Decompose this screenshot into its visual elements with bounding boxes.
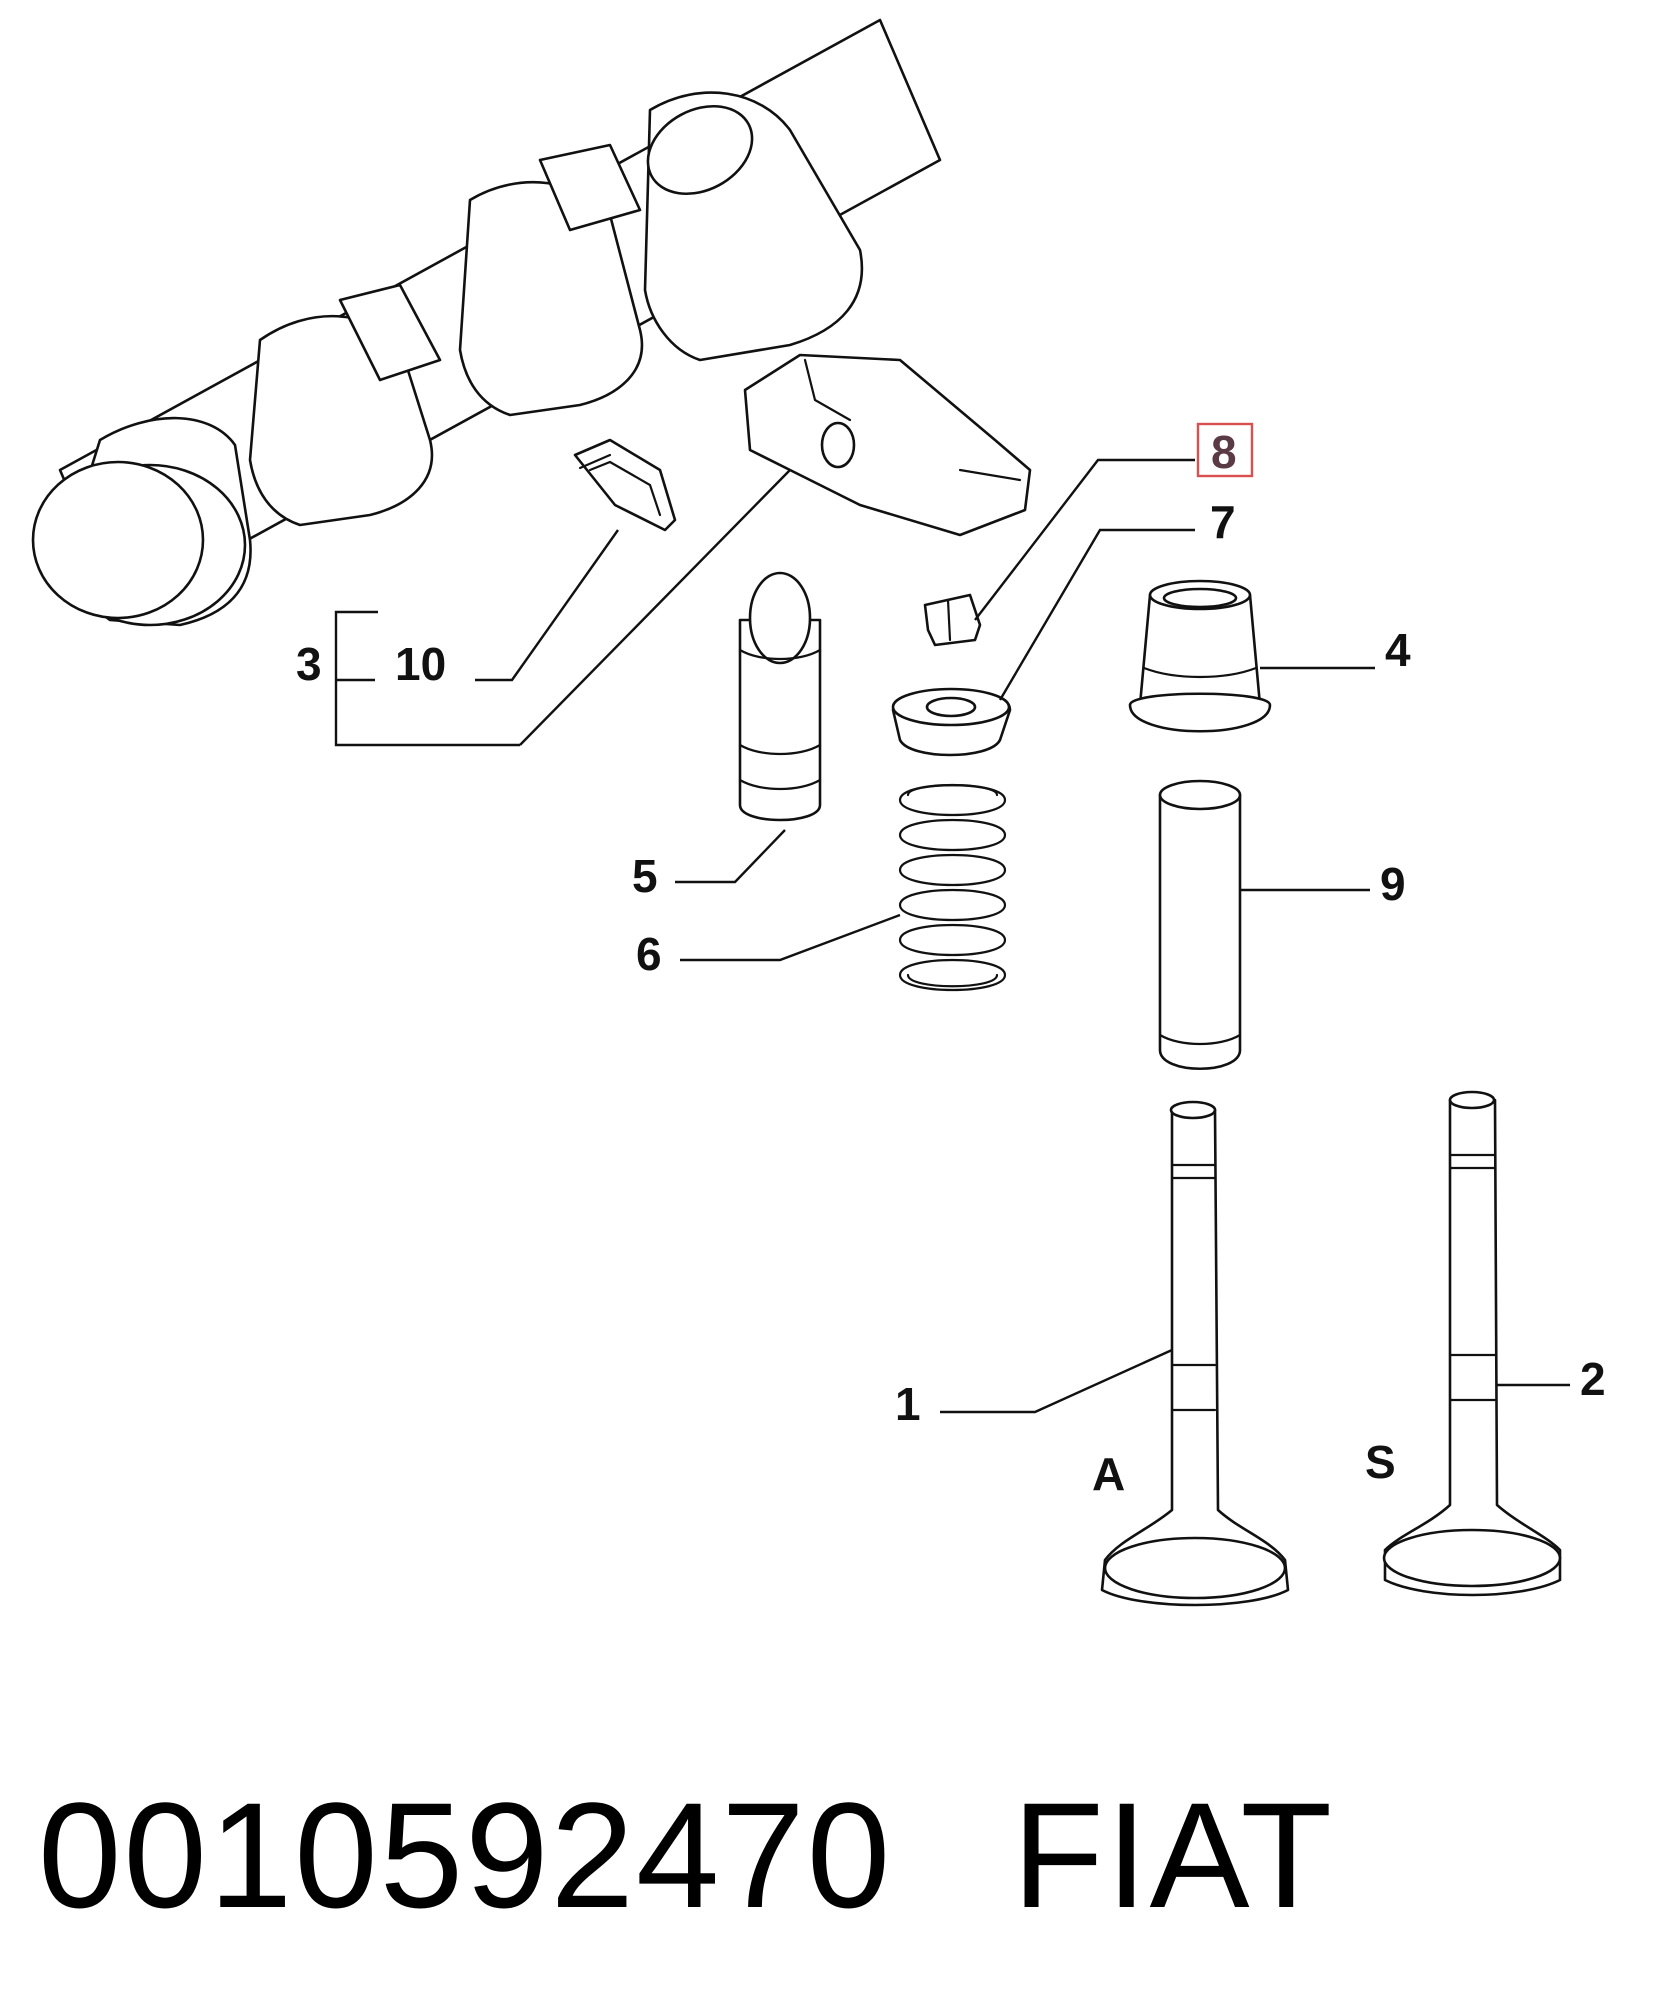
callout-8-highlight-box xyxy=(1196,422,1254,478)
camshaft xyxy=(31,18,942,627)
callout-10: 10 xyxy=(395,638,446,690)
part-3-rocker-arm xyxy=(743,353,1032,537)
part-4-stem-seal xyxy=(1128,579,1272,733)
part-2-exhaust-valve xyxy=(1382,1090,1562,1597)
valve-label-intake: A xyxy=(1092,1448,1125,1500)
callout-1: 1 xyxy=(895,1378,921,1430)
part-caption: 0010592470 FIAT xyxy=(38,1770,1638,1940)
parts-diagram: 3 10 8 7 4 5 9 6 1 2 A S xyxy=(31,18,1606,1607)
part-number: 0010592470 xyxy=(38,1771,893,1939)
part-10-clip xyxy=(573,438,677,532)
callout-6: 6 xyxy=(636,928,662,980)
part-8-collet xyxy=(923,593,982,647)
callout-2: 2 xyxy=(1580,1353,1606,1405)
part-7-retainer xyxy=(891,687,1012,757)
leader-lines xyxy=(334,458,1570,1414)
callout-3: 3 xyxy=(296,638,322,690)
callout-labels: 3 10 8 7 4 5 9 6 1 2 A S xyxy=(296,422,1606,1500)
callout-5: 5 xyxy=(632,850,658,902)
callout-7: 7 xyxy=(1210,496,1236,548)
callout-8: 8 xyxy=(1211,426,1237,478)
callout-9: 9 xyxy=(1380,858,1406,910)
part-6-valve-spring xyxy=(898,783,1007,992)
brand-name: FIAT xyxy=(1012,1771,1335,1939)
part-9-valve-guide xyxy=(1158,779,1242,1071)
valve-label-exhaust: S xyxy=(1365,1436,1396,1488)
callout-4: 4 xyxy=(1385,624,1411,676)
part-5-tappet xyxy=(738,571,822,822)
part-1-intake-valve xyxy=(1100,1100,1290,1607)
